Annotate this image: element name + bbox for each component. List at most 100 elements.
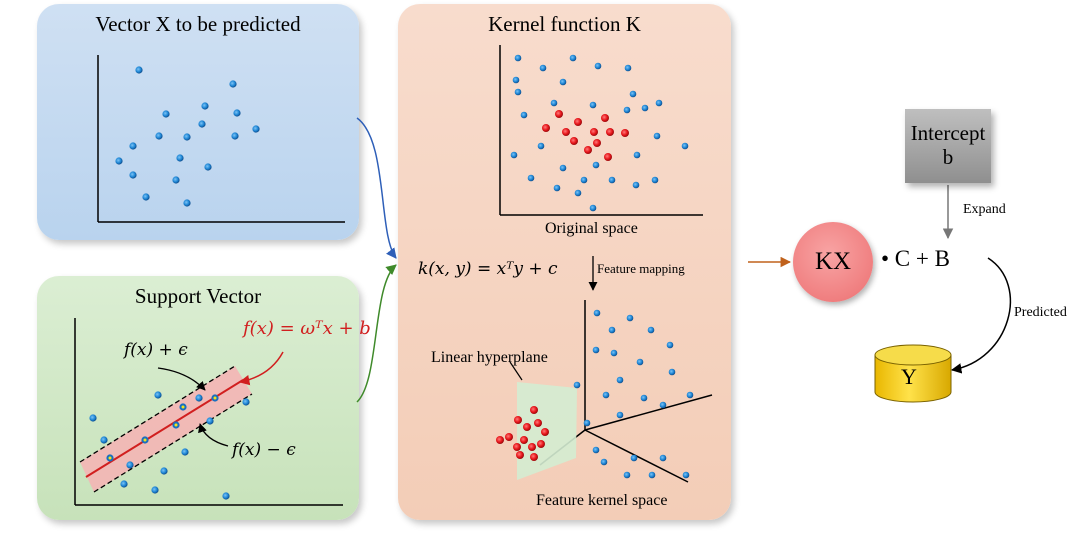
original-space-point [539, 64, 547, 72]
mapped-point [520, 436, 528, 444]
original-space-point [653, 132, 661, 140]
support-vector-highlight [143, 438, 147, 442]
support-vector-axes [74, 318, 343, 506]
support-vector-points [89, 391, 250, 500]
original-space-point [681, 142, 689, 150]
upper-margin-label: f(x) + ϵ [124, 340, 188, 360]
data-point [242, 398, 250, 406]
mapped-point [516, 451, 524, 459]
data-point [155, 132, 163, 140]
data-point [204, 163, 212, 171]
mapped-point [528, 443, 536, 451]
feature-space-label: Feature kernel space [536, 492, 668, 509]
support-vector-highlight [108, 456, 112, 460]
vector-x-axes [97, 55, 345, 223]
epsilon-band [80, 366, 252, 492]
original-space-point [574, 189, 582, 197]
feature-space-point [647, 326, 655, 334]
data-point [222, 492, 230, 500]
original-space-point [559, 78, 567, 86]
data-point [206, 417, 214, 425]
original-space-point [594, 62, 602, 70]
intercept-box: Intercept b [905, 109, 991, 183]
data-point [129, 171, 137, 179]
original-space-point [632, 181, 640, 189]
data-point [181, 448, 189, 456]
regression-equation: f(x) = ωᵀx + b [243, 318, 371, 339]
original-space-axes [499, 45, 703, 216]
data-point [198, 120, 206, 128]
data-point [252, 125, 260, 133]
clustered-point [542, 124, 550, 132]
feature-space-point [626, 314, 634, 322]
feature-mapping-label: Feature mapping [597, 261, 685, 276]
data-point [151, 486, 159, 494]
data-point [115, 157, 123, 165]
original-space-point [623, 106, 631, 114]
kx-node: KX [793, 222, 873, 302]
original-space-point [550, 99, 558, 107]
feature-space-point [640, 394, 648, 402]
expand-label: Expand [963, 202, 1006, 217]
hyperplane-label: Linear hyperplane [431, 349, 548, 366]
original-space-point [629, 90, 637, 98]
original-space-point [559, 164, 567, 172]
original-space-point [553, 184, 561, 192]
output-cylinder [874, 344, 952, 403]
clustered-point [574, 118, 582, 126]
original-space-point [514, 54, 522, 62]
output-label: Y [901, 364, 917, 389]
vector-x-points [115, 66, 260, 207]
lower-margin-line [93, 393, 253, 493]
mapped-point [513, 443, 521, 451]
formula-rest: • C + B [881, 246, 950, 271]
intercept-line2: b [942, 145, 954, 169]
data-point [135, 66, 143, 74]
data-point [154, 391, 162, 399]
original-space-point [592, 161, 600, 169]
hyperplane-label-pointer [509, 361, 523, 381]
original-space-point [589, 204, 597, 212]
feature-space-point [659, 401, 667, 409]
lower-margin-arrow [198, 423, 229, 447]
kernel-equation: k(x, y) = xᵀy + c [418, 259, 558, 279]
mapped-point [534, 419, 542, 427]
original-space-point [569, 54, 577, 62]
feature-space-point [630, 454, 638, 462]
feature-space-point [600, 458, 608, 466]
clustered-point [593, 139, 601, 147]
feature-space-point [592, 446, 600, 454]
data-point [201, 102, 209, 110]
original-space-point [641, 104, 649, 112]
feature-space-point [666, 341, 674, 349]
data-point [129, 142, 137, 150]
original-space-point [512, 76, 520, 84]
mapped-point [523, 423, 531, 431]
data-point [183, 199, 191, 207]
feature-space-point [593, 309, 601, 317]
predicted-arrow [950, 257, 1012, 374]
predicted-label: Predicted [1014, 305, 1067, 320]
regression-line [85, 379, 244, 478]
kernel-title: Kernel function K [488, 12, 641, 36]
support-to-kernel-arrow [356, 264, 397, 403]
clustered-point [590, 128, 598, 136]
feature-space-point [610, 349, 618, 357]
support-vector-highlight [181, 405, 185, 409]
data-point [142, 193, 150, 201]
data-point [160, 467, 168, 475]
feature-space-point [648, 471, 656, 479]
feature-space-point [668, 368, 676, 376]
vector-x-to-kernel-arrow [356, 117, 397, 259]
original-space-label: Original space [545, 220, 638, 237]
kx-label: KX [814, 248, 852, 275]
feature-space-point [602, 391, 610, 399]
feature-space-point [616, 411, 624, 419]
data-point [233, 109, 241, 117]
clustered-point [621, 129, 629, 137]
original-space-point [624, 64, 632, 72]
feature-space-point [659, 454, 667, 462]
original-space-point [510, 151, 518, 159]
support-vector-title: Support Vector [134, 284, 262, 308]
